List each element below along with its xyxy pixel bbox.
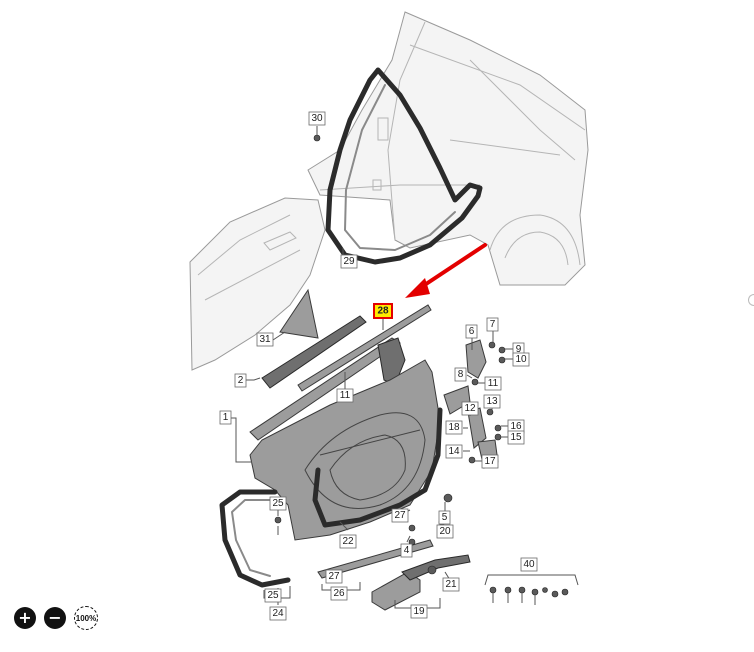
part-label-27-lower[interactable]: 27 [325,569,343,584]
svg-text:8: 8 [458,369,464,380]
part-label-15[interactable]: 15 [507,430,525,445]
svg-text:24: 24 [272,608,284,619]
part-label-26[interactable]: 26 [330,586,348,601]
svg-text:12: 12 [464,403,476,414]
svg-text:22: 22 [342,536,354,547]
part-label-23[interactable]: 22 [339,534,357,549]
part-label-25-upper[interactable]: 25 [269,496,287,511]
door-opening-seal [325,67,483,265]
svg-text:31: 31 [259,334,271,345]
svg-text:26: 26 [333,588,345,599]
window-seal-strips [249,304,432,441]
svg-text:15: 15 [510,432,522,443]
lower-door-seal-24 [219,489,291,588]
side-panel-handle[interactable] [748,294,754,306]
svg-text:30: 30 [311,113,323,124]
svg-text:18: 18 [448,422,460,433]
zoom-reset-label: 100% [75,613,97,623]
zoom-out-button[interactable]: − [44,607,66,629]
part-label-20[interactable]: 20 [436,524,454,539]
highlight-arrow [405,243,487,298]
part-label-28-highlighted[interactable]: 28 [373,303,393,319]
part-label-1[interactable]: 1 [219,410,232,425]
part-label-21[interactable]: 21 [442,577,460,592]
svg-text:6: 6 [469,326,475,337]
part-label-18[interactable]: 18 [445,420,463,435]
svg-text:21: 21 [445,579,457,590]
svg-text:9: 9 [516,344,522,355]
svg-text:11: 11 [488,378,499,389]
plus-icon: + [18,608,32,627]
svg-text:29: 29 [343,256,355,267]
svg-text:25: 25 [267,590,279,601]
outer-door-panel [189,197,326,371]
part-label-4[interactable]: 4 [400,543,413,558]
svg-text:13: 13 [486,396,498,407]
part-label-7[interactable]: 7 [486,317,499,332]
part-label-22[interactable]: 11 [336,388,354,403]
part-label-6[interactable]: 6 [465,324,478,339]
hardware-set-40 [489,586,569,605]
part-label-11[interactable]: 11 [484,376,502,391]
zoom-in-button[interactable]: + [14,607,36,629]
part-label-24[interactable]: 24 [269,606,287,621]
svg-text:27: 27 [328,571,340,582]
door-frame-seal-23 [312,407,443,528]
part-label-13[interactable]: 13 [483,394,501,409]
car-body-outline [307,11,589,286]
part-label-19[interactable]: 19 [410,604,428,619]
svg-text:25: 25 [272,498,284,509]
part-label-25-lower[interactable]: 25 [264,588,282,603]
svg-text:1: 1 [223,412,229,423]
minus-icon: − [48,608,62,627]
svg-text:5: 5 [442,512,448,523]
part-label-8[interactable]: 8 [454,367,467,382]
svg-text:27: 27 [394,510,406,521]
part-label-12[interactable]: 12 [461,401,479,416]
part-label-2[interactable]: 2 [234,373,247,388]
triangle-trim-31 [279,288,319,339]
door-check-strap-19 [371,554,471,611]
part-label-5[interactable]: 5 [438,510,451,525]
zoom-reset-button[interactable]: 100% [74,606,98,630]
part-label-30[interactable]: 30 [308,111,326,126]
zoom-controls: + − 100% [14,606,98,630]
svg-text:7: 7 [490,319,496,330]
part-label-10[interactable]: 10 [512,352,530,367]
part-label-40[interactable]: 40 [520,557,538,572]
svg-text:20: 20 [439,526,451,537]
svg-text:10: 10 [515,354,527,365]
svg-text:16: 16 [510,421,522,432]
svg-text:40: 40 [523,559,535,570]
svg-text:28: 28 [377,306,389,317]
part-label-17[interactable]: 17 [481,454,499,469]
part-label-31[interactable]: 31 [256,332,274,347]
part-label-27-upper[interactable]: 27 [391,508,409,523]
part-label-29[interactable]: 29 [340,254,358,269]
svg-text:2: 2 [238,375,244,386]
svg-text:11: 11 [340,390,351,401]
svg-text:4: 4 [404,545,410,556]
part-label-14[interactable]: 14 [445,444,463,459]
svg-text:19: 19 [413,606,425,617]
svg-text:17: 17 [484,456,496,467]
svg-text:14: 14 [448,446,460,457]
